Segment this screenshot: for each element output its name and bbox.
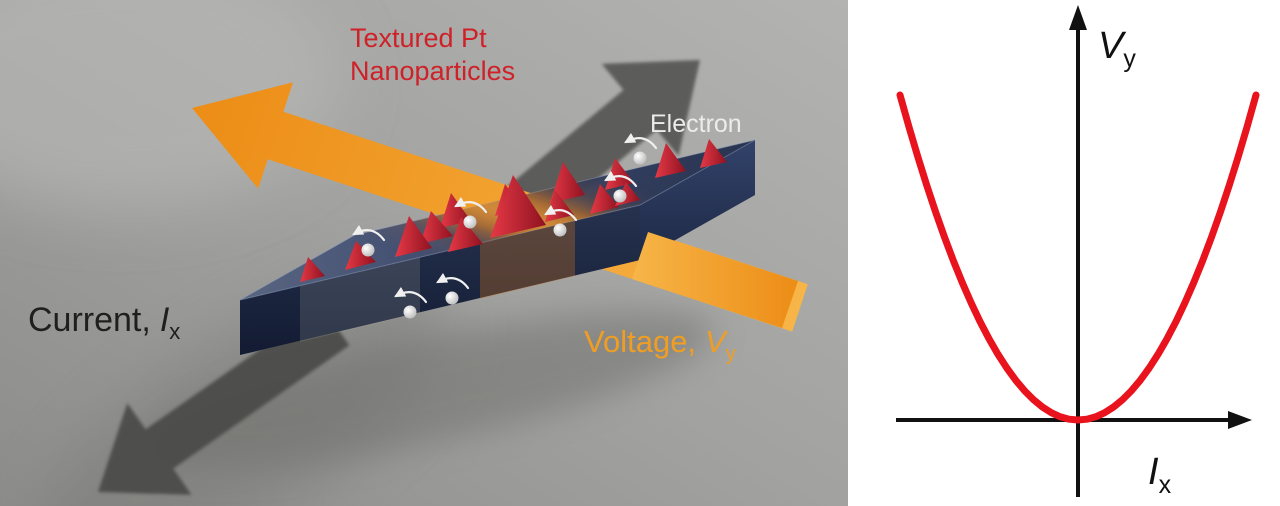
- electron: [624, 132, 658, 165]
- nanoparticle-triangle: [590, 184, 619, 214]
- nanoparticles: [300, 139, 727, 282]
- electron: [394, 286, 428, 319]
- nanoparticle-triangle: [700, 139, 727, 168]
- nanoparticle-triangle: [448, 217, 483, 252]
- electron-scatter-arrow: [604, 170, 638, 188]
- electron-label: Electron: [650, 110, 742, 138]
- y-axis-arrowhead: [1069, 5, 1087, 30]
- electron-sphere: [613, 189, 627, 203]
- nanoparticles-label-line2: Nanoparticles: [350, 56, 515, 86]
- nanoparticle-triangle: [655, 143, 686, 178]
- y-axis-label: Vy: [1098, 25, 1136, 73]
- nanoparticles-label-line1: Textured Pt: [350, 23, 487, 53]
- current-label-variable: I: [160, 301, 170, 339]
- current-label: Current,Ix: [28, 301, 180, 344]
- electron-scatter-arrow: [394, 286, 428, 304]
- voltage-label-subscript: y: [726, 343, 736, 365]
- x-axis-label: Ix: [1148, 451, 1172, 499]
- slab-front-sheen: [300, 257, 420, 342]
- nanoparticle-triangle: [395, 216, 432, 257]
- electron-scatter-arrow: [436, 272, 470, 290]
- voltage-label-text: Voltage,: [584, 324, 696, 359]
- nanoparticle-triangle: [300, 257, 325, 282]
- electron: [352, 224, 386, 257]
- slab-right-face: [640, 140, 755, 260]
- electron-scatter-arrow: [352, 224, 386, 242]
- current-arrow-incoming: [98, 306, 350, 495]
- electron-sphere: [445, 291, 459, 305]
- electron: [436, 272, 470, 305]
- electron: [544, 204, 578, 237]
- electron-sphere: [553, 223, 567, 237]
- electron: [604, 170, 638, 203]
- electron-sphere: [463, 215, 477, 229]
- nanoparticle-triangle: [550, 162, 585, 203]
- electron-sphere: [403, 305, 417, 319]
- electron-scatter-arrow: [454, 196, 488, 214]
- device-schematic-panel: Textured Pt Nanoparticles Electron Curre…: [0, 0, 848, 506]
- electron-sphere: [361, 243, 375, 257]
- electrons: [352, 132, 658, 319]
- electron: [454, 196, 488, 229]
- electron-sphere: [633, 151, 647, 165]
- voltage-label-variable: V: [705, 324, 729, 359]
- electron-scatter-arrow: [544, 204, 578, 222]
- x-axis-label-subscript: x: [1159, 471, 1172, 499]
- nanoparticle-triangle: [605, 158, 634, 190]
- slab-ground-shadow: [146, 311, 714, 469]
- y-axis-label-subscript: y: [1123, 45, 1136, 73]
- nanoparticle-triangle: [420, 211, 453, 244]
- voltage-label: Voltage, Vy: [584, 324, 736, 365]
- slab-front-orange-glow: [480, 220, 575, 299]
- current-label-subscript: x: [169, 319, 180, 344]
- nanoparticle-triangle: [490, 175, 546, 238]
- electron-scatter-arrow: [624, 132, 658, 150]
- parabola-curve: [896, 91, 1260, 424]
- vy-ix-plot: Vy Ix: [896, 5, 1260, 499]
- voltage-arrow-tail: [632, 232, 798, 328]
- nanoparticle-triangle: [440, 193, 471, 228]
- x-axis-label-variable: I: [1148, 451, 1159, 493]
- vy-ix-plot-panel: Vy Ix: [848, 0, 1280, 506]
- x-axis-arrowhead: [1228, 411, 1252, 429]
- current-label-text: Current,: [28, 301, 151, 339]
- device-schematic: Textured Pt Nanoparticles Electron Curre…: [0, 0, 848, 506]
- nanoparticle-triangle: [345, 241, 376, 270]
- y-axis-label-variable: V: [1098, 25, 1127, 67]
